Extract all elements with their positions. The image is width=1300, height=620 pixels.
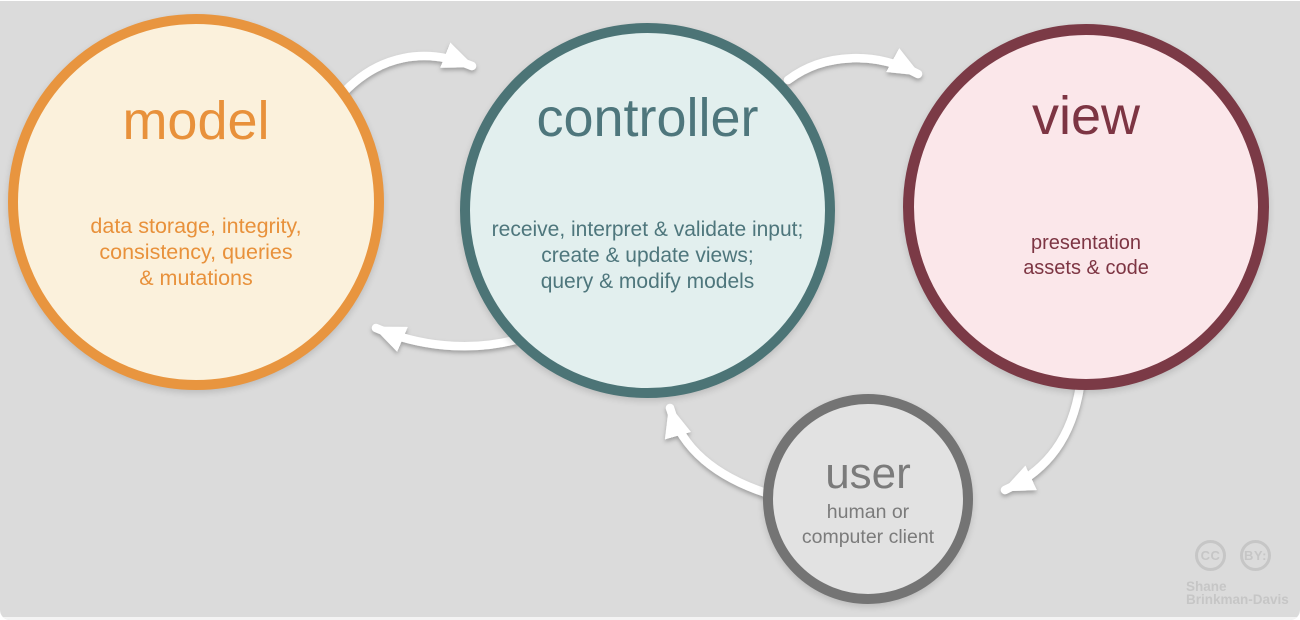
view-description-line: assets & code bbox=[1023, 257, 1149, 279]
user-title: user bbox=[825, 449, 911, 498]
license-badges: CC BY: bbox=[1195, 540, 1296, 571]
arrow-model-to-controller bbox=[339, 42, 477, 97]
model-title: model bbox=[122, 91, 270, 151]
view-description: presentation assets & code bbox=[884, 231, 1288, 281]
model-description-line: consistency, queries bbox=[99, 240, 293, 264]
arrow-user-to-controller bbox=[664, 403, 771, 498]
arrow-controller-to-view bbox=[783, 48, 923, 85]
user-description: human or computer client bbox=[743, 500, 993, 550]
arrow-controller-to-model bbox=[371, 323, 520, 352]
controller-node: controller receive, interpret & validate… bbox=[460, 23, 835, 398]
user-node: user human or computer client bbox=[763, 394, 973, 604]
model-description: data storage, integrity, consistency, qu… bbox=[0, 213, 404, 291]
model-node: model data storage, integrity, consisten… bbox=[8, 14, 384, 390]
author-name-line: Shane bbox=[1186, 579, 1227, 594]
author-name-line: Brinkman-Davis bbox=[1186, 592, 1289, 607]
controller-description-line: query & modify models bbox=[540, 270, 755, 293]
user-description-line: computer client bbox=[801, 526, 935, 548]
cc-by-icon: BY: bbox=[1240, 540, 1271, 571]
controller-description-line: receive, interpret & validate input; bbox=[491, 218, 804, 241]
controller-title: controller bbox=[536, 88, 759, 148]
controller-description-line: create & update views; bbox=[541, 244, 754, 267]
view-description-line: presentation bbox=[1030, 232, 1142, 254]
arrow-view-to-user bbox=[1000, 381, 1085, 495]
author-credit: Shane Brinkman-Davis bbox=[1186, 579, 1296, 607]
model-description-line: & mutations bbox=[139, 266, 253, 290]
view-node: view presentation assets & code bbox=[903, 24, 1269, 390]
user-description-line: human or bbox=[826, 501, 910, 523]
model-description-line: data storage, integrity, bbox=[90, 214, 302, 238]
view-title: view bbox=[1031, 86, 1141, 146]
license-attribution: CC BY: Shane Brinkman-Davis bbox=[1186, 540, 1296, 606]
controller-description: receive, interpret & validate input; cre… bbox=[440, 217, 855, 295]
cc-icon: CC bbox=[1195, 540, 1226, 571]
